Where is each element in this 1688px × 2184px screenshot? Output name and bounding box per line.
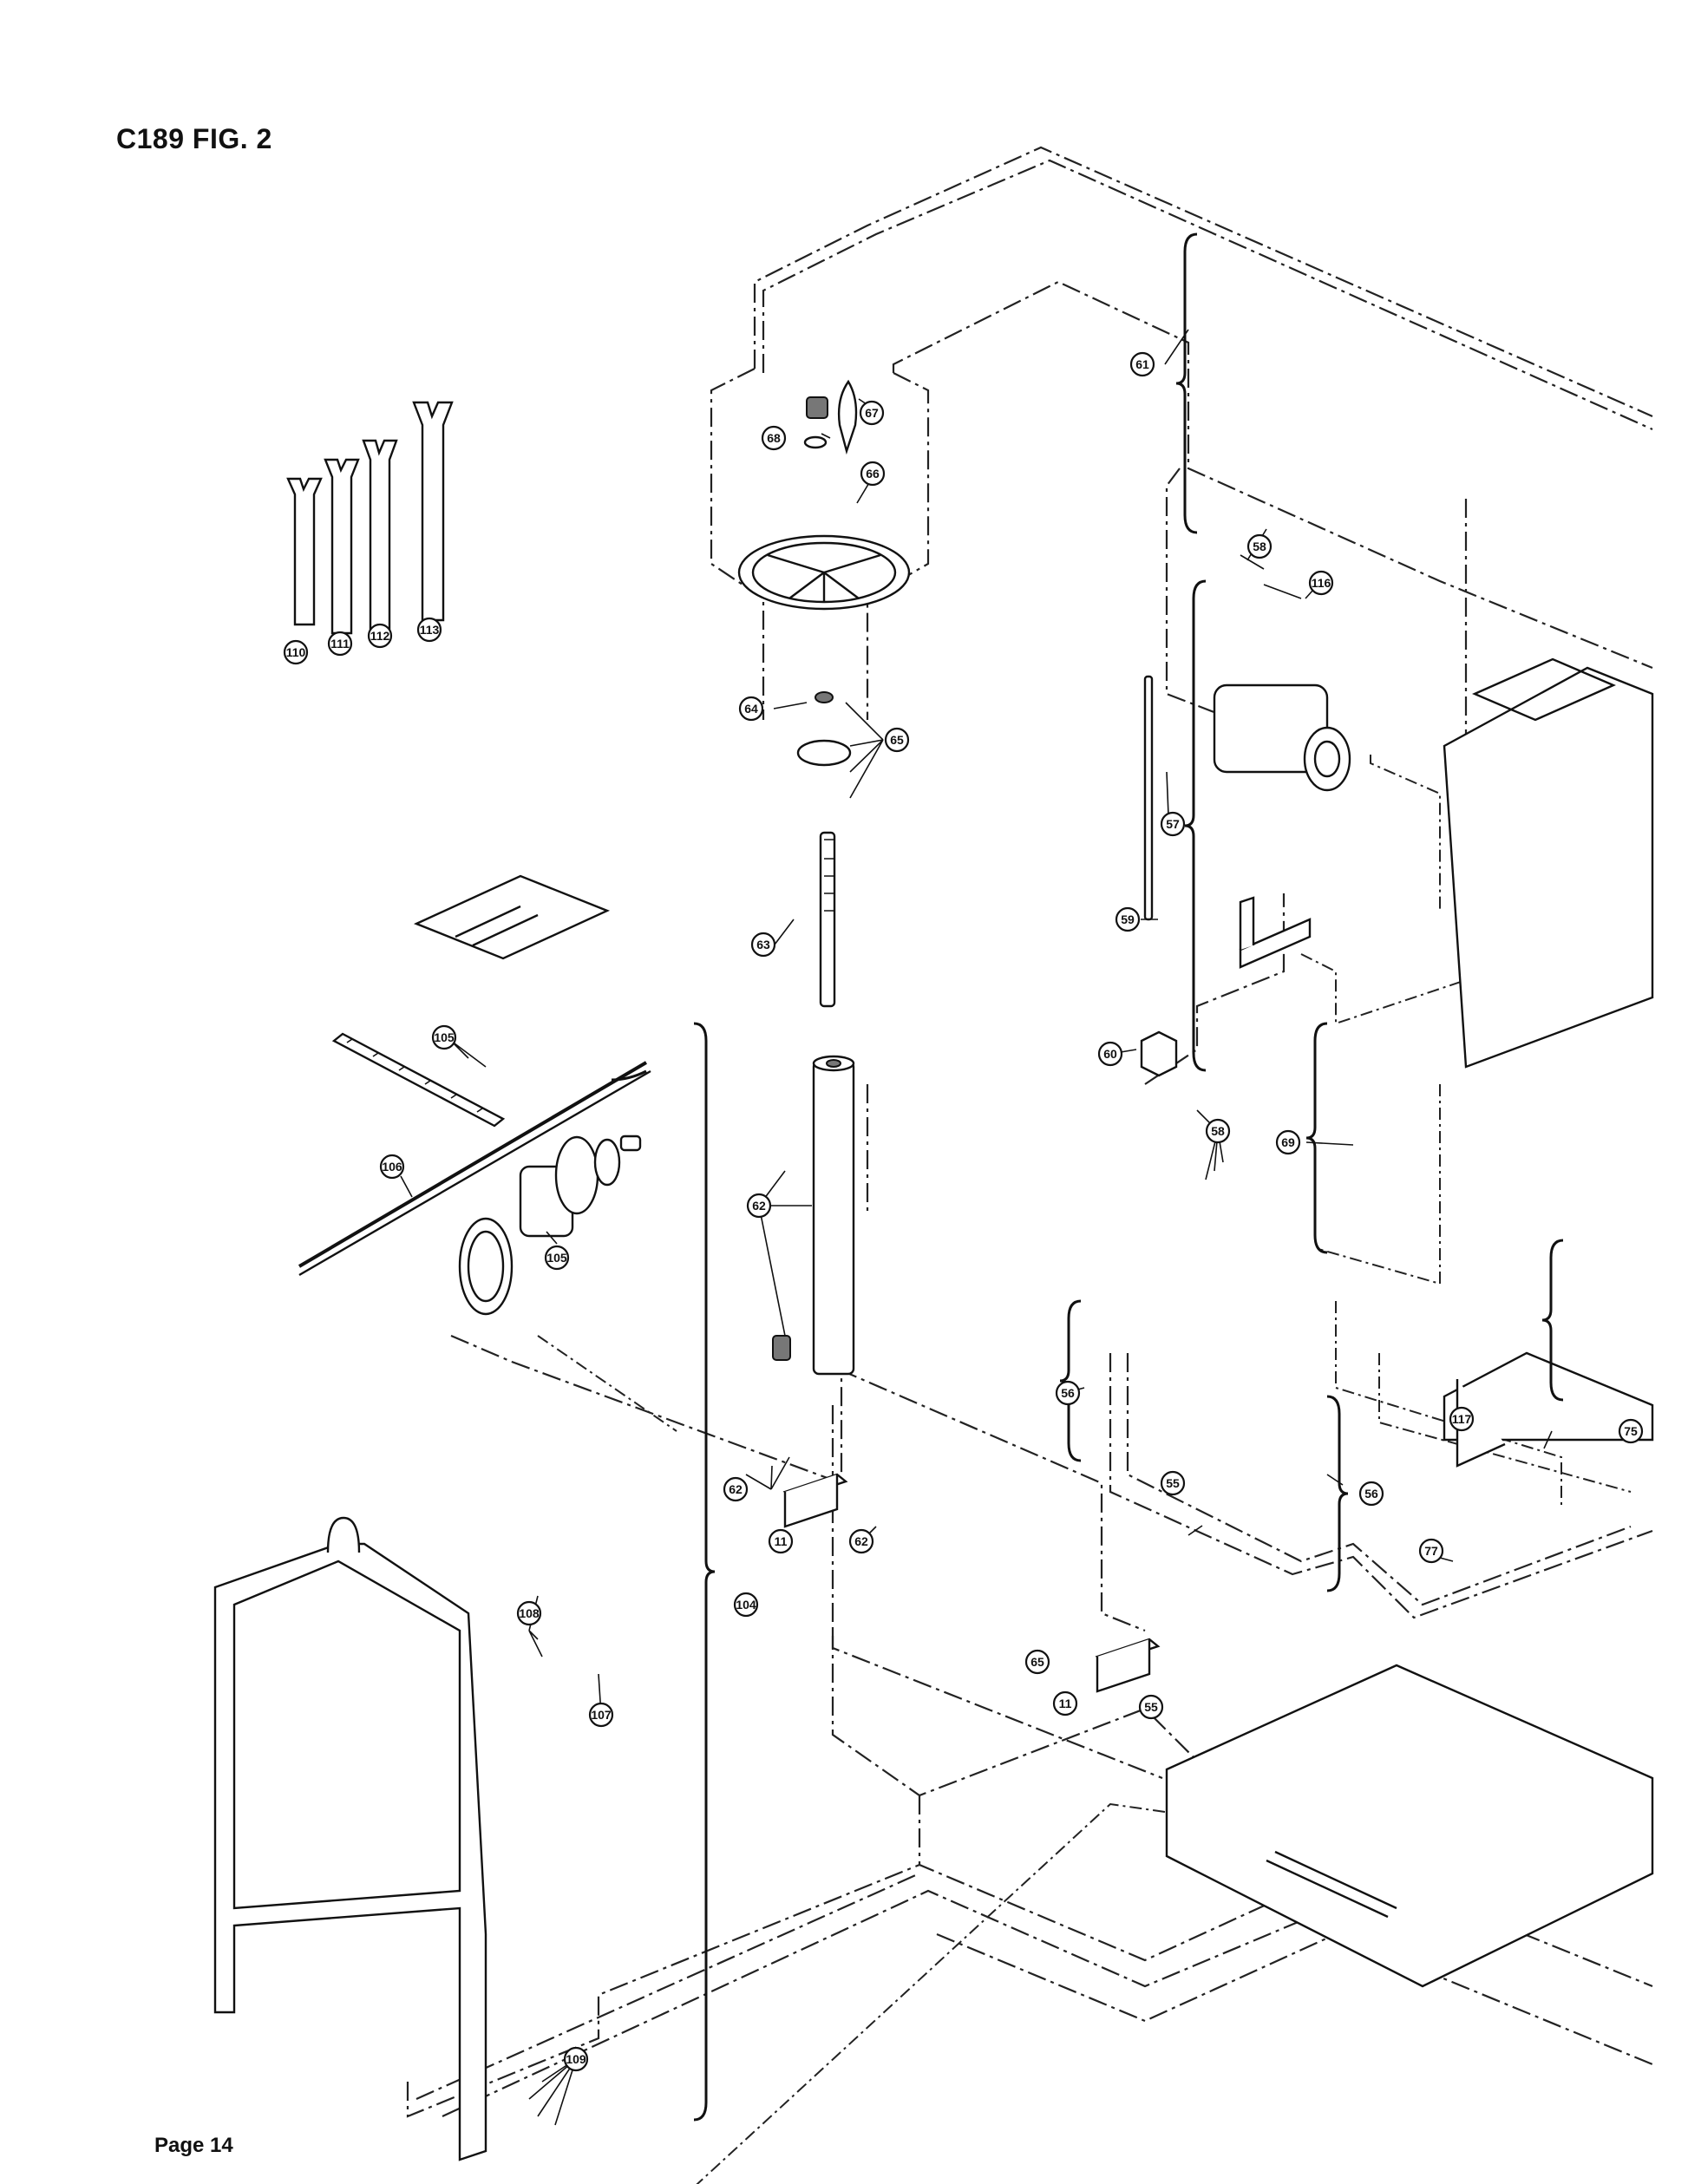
callout-60: 60 [1097,1041,1123,1067]
svg-text:11: 11 [775,1534,788,1548]
callout-66: 66 [860,461,886,487]
callout-57: 57 [1160,811,1186,837]
svg-text:62: 62 [854,1534,868,1548]
callout-58-upper: 58 [1246,533,1273,559]
callout-105-lower: 105 [544,1245,570,1271]
column-assembly [772,831,855,1376]
callout-11-lower: 11 [1052,1690,1078,1716]
blade-and-wheels [298,1061,651,1316]
callout-107: 107 [588,1702,614,1728]
base-housing [1165,657,1654,1988]
handwheel-assembly [737,379,911,767]
callout-108: 108 [516,1600,542,1626]
figure-title: C189 FIG. 2 [116,123,272,154]
svg-text:112: 112 [370,629,390,643]
callout-67: 67 [859,400,885,426]
page-number: Page 14 [154,2134,233,2157]
svg-text:55: 55 [1144,1700,1158,1714]
braces [611,232,1564,2122]
brackets [782,1473,1161,1693]
svg-text:58: 58 [1253,539,1266,553]
callout-68: 68 [761,425,787,451]
svg-text:117: 117 [1452,1412,1472,1426]
svg-text:64: 64 [744,702,758,716]
svg-text:67: 67 [865,406,879,420]
callout-56-right: 56 [1358,1481,1384,1507]
callout-117: 117 [1449,1406,1475,1432]
callout-62-upper: 62 [746,1193,772,1219]
svg-text:105: 105 [434,1030,455,1044]
callout-56-left: 56 [1055,1380,1081,1406]
callout-116: 116 [1308,570,1334,596]
svg-text:68: 68 [767,431,781,445]
callout-112: 112 [367,623,393,649]
callout-64: 64 [738,696,764,722]
callout-58-lower: 58 [1205,1118,1231,1144]
callout-62-lower: 62 [723,1476,749,1502]
svg-text:77: 77 [1424,1544,1438,1558]
callout-63: 63 [750,932,776,958]
svg-text:61: 61 [1135,357,1149,371]
svg-text:56: 56 [1061,1386,1075,1400]
callout-113: 113 [416,617,442,643]
svg-text:105: 105 [546,1251,567,1265]
svg-text:110: 110 [286,645,306,659]
svg-text:106: 106 [382,1160,402,1174]
svg-text:62: 62 [752,1199,766,1213]
callout-75: 75 [1618,1418,1644,1444]
svg-text:55: 55 [1166,1476,1180,1490]
svg-text:104: 104 [736,1598,756,1612]
callout-105-upper: 105 [431,1024,457,1050]
callout-11-upper: 11 [768,1528,794,1554]
svg-text:69: 69 [1281,1135,1295,1149]
svg-text:58: 58 [1211,1124,1225,1138]
svg-text:113: 113 [420,623,440,637]
svg-text:63: 63 [756,938,770,951]
svg-text:59: 59 [1121,912,1135,926]
callout-111: 111 [327,631,353,657]
svg-text:11: 11 [1059,1697,1072,1710]
svg-text:111: 111 [330,637,350,651]
svg-text:108: 108 [519,1606,540,1620]
callout-69: 69 [1275,1129,1301,1155]
callout-55-upper: 55 [1160,1470,1186,1496]
callout-65: 65 [884,727,910,753]
callout-65-lower: 65 [1024,1649,1050,1675]
wrench-set [286,401,454,635]
svg-text:60: 60 [1103,1047,1117,1061]
callout-109: 109 [563,2046,589,2072]
callout-61: 61 [1129,351,1155,377]
callout-55-lower: 55 [1138,1694,1164,1720]
svg-text:65: 65 [890,733,904,747]
callout-59: 59 [1115,906,1141,932]
svg-text:75: 75 [1624,1424,1638,1438]
svg-text:109: 109 [566,2052,586,2066]
callout-62-right: 62 [848,1528,874,1554]
callout-106: 106 [379,1154,405,1180]
svg-text:62: 62 [729,1482,743,1496]
svg-text:65: 65 [1030,1655,1044,1669]
table-and-ruler [331,874,611,1128]
svg-text:57: 57 [1166,817,1180,831]
callout-77: 77 [1418,1538,1444,1564]
door-guard [213,1516,487,2161]
part-callouts: 110 111 112 113 68 67 66 64 65 63 62 62 … [283,351,1644,2072]
svg-text:66: 66 [866,467,880,481]
svg-text:116: 116 [1312,576,1331,590]
callout-110: 110 [283,639,309,665]
motor-assembly [1140,675,1351,1077]
svg-text:56: 56 [1364,1487,1378,1501]
callout-104: 104 [733,1592,759,1618]
svg-text:107: 107 [591,1708,612,1722]
